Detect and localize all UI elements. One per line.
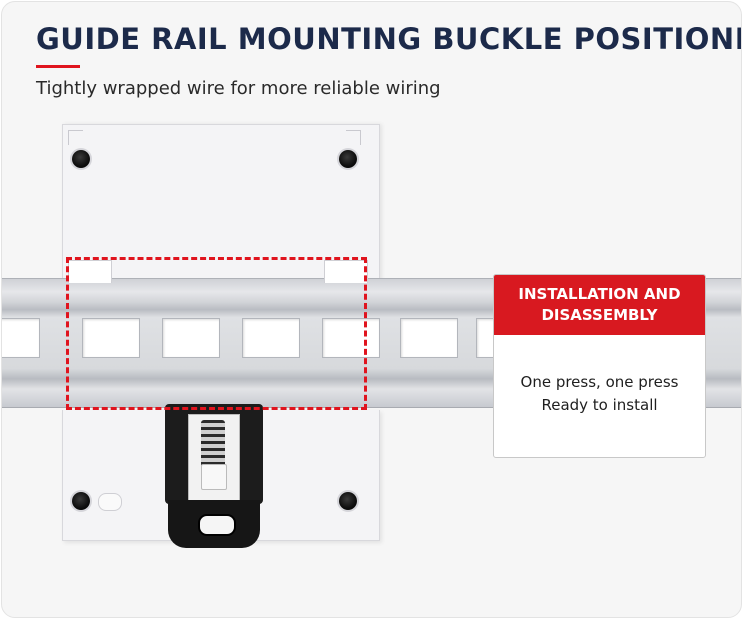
callout-title-line: DISASSEMBLY (541, 306, 658, 324)
screw-icon (339, 150, 357, 168)
callout-body-line: Ready to install (541, 396, 658, 414)
callout-header: INSTALLATION AND DISASSEMBLY (494, 275, 705, 335)
rail-slot (400, 318, 458, 358)
rail-slot (2, 318, 40, 358)
info-callout: INSTALLATION AND DISASSEMBLY One press, … (493, 274, 706, 458)
highlight-dashed-box (66, 257, 367, 410)
callout-title-line: INSTALLATION AND (518, 285, 681, 303)
screw-icon (339, 492, 357, 510)
rail-hook-right (324, 260, 368, 283)
page-subtitle: Tightly wrapped wire for more reliable w… (36, 78, 441, 99)
spring-icon (201, 420, 225, 468)
rail-slot (82, 318, 140, 358)
buckle-release-hole (198, 514, 236, 536)
corner-mark (68, 130, 83, 145)
callout-body-line: One press, one press (520, 373, 679, 391)
callout-body: One press, one press Ready to install (494, 335, 705, 417)
corner-mark (346, 130, 361, 145)
title-accent-bar (36, 65, 80, 68)
indicator-light (98, 493, 122, 511)
rail-slot (162, 318, 220, 358)
page-title: GUIDE RAIL MOUNTING BUCKLE POSITIONING (36, 22, 742, 56)
rail-slot (242, 318, 300, 358)
screw-icon (72, 492, 90, 510)
buckle-plunger (201, 464, 227, 490)
screw-icon (72, 150, 90, 168)
rail-slot (322, 318, 380, 358)
